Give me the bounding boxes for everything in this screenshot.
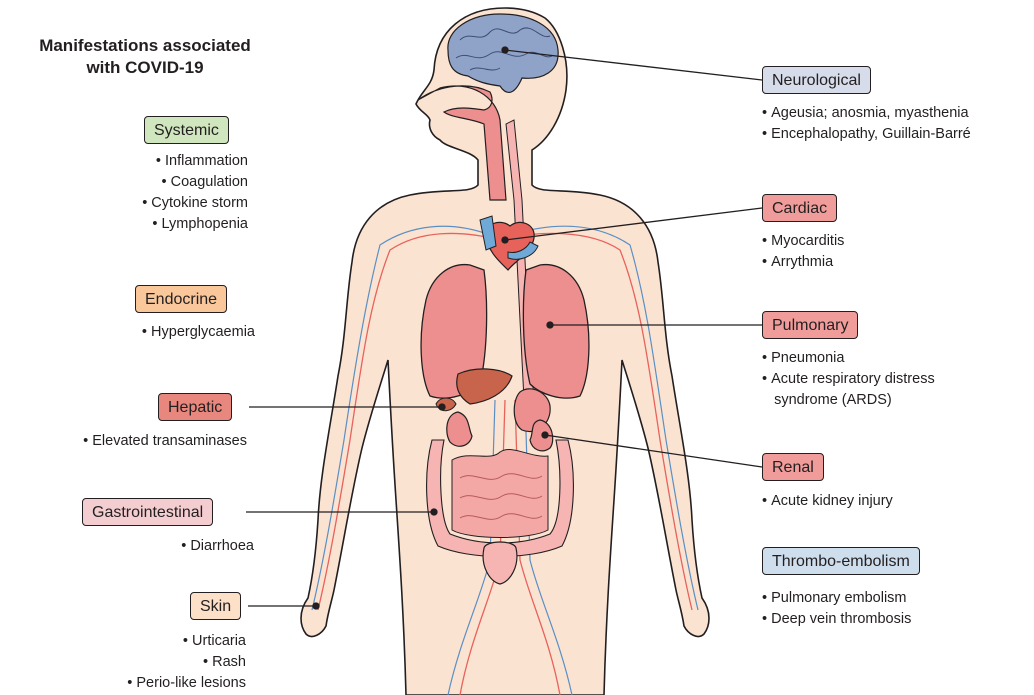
list-item: Myocarditis (762, 231, 844, 252)
title-line-1: Manifestations associated (0, 35, 290, 57)
list-item: Inflammation (142, 151, 248, 172)
thromboembolism-list: Pulmonary embolism Deep vein thrombosis (762, 588, 911, 630)
title-line-2: with COVID-19 (0, 57, 290, 79)
pulmonary-list: Pneumonia Acute respiratory distress syn… (762, 348, 935, 411)
diagram-title: Manifestations associated with COVID-19 (0, 35, 290, 79)
list-item: syndrome (ARDS) (762, 390, 935, 411)
list-item: Ageusia; anosmia, myasthenia (762, 103, 971, 124)
list-item: Deep vein thrombosis (762, 609, 911, 630)
cardiac-label: Cardiac (762, 194, 837, 222)
list-item: Hyperglycaemia (142, 322, 255, 343)
gastrointestinal-list: Diarrhoea (181, 536, 254, 557)
pulmonary-label: Pulmonary (762, 311, 858, 339)
hepatic-list: Elevated transaminases (83, 431, 247, 452)
neurological-label: Neurological (762, 66, 871, 94)
gastrointestinal-label: Gastrointestinal (82, 498, 213, 526)
list-item: Arrythmia (762, 252, 844, 273)
list-item: Cytokine storm (142, 193, 248, 214)
skin-label: Skin (190, 592, 241, 620)
skin-list: Urticaria Rash Perio-like lesions (127, 631, 246, 694)
list-item: Perio-like lesions (127, 673, 246, 694)
hepatic-label: Hepatic (158, 393, 232, 421)
small-intestine (452, 450, 548, 538)
renal-label: Renal (762, 453, 824, 481)
list-item: Encephalopathy, Guillain-Barré (762, 124, 971, 145)
endocrine-list: Hyperglycaemia (142, 322, 255, 343)
systemic-list: Inflammation Coagulation Cytokine storm … (142, 151, 248, 235)
list-item: Urticaria (127, 631, 246, 652)
list-item: Acute kidney injury (762, 491, 893, 512)
neurological-list: Ageusia; anosmia, myasthenia Encephalopa… (762, 103, 971, 145)
list-item: Coagulation (142, 172, 248, 193)
list-item: Rash (127, 652, 246, 673)
renal-list: Acute kidney injury (762, 491, 893, 512)
endocrine-label: Endocrine (135, 285, 227, 313)
list-item: Elevated transaminases (83, 431, 247, 452)
list-item: Diarrhoea (181, 536, 254, 557)
list-item: Pneumonia (762, 348, 935, 369)
body-silhouette (301, 8, 709, 695)
cardiac-list: Myocarditis Arrythmia (762, 231, 844, 273)
list-item: Lymphopenia (142, 214, 248, 235)
thromboembolism-label: Thrombo-embolism (762, 547, 920, 575)
list-item: Acute respiratory distress (762, 369, 935, 390)
list-item: Pulmonary embolism (762, 588, 911, 609)
systemic-label: Systemic (144, 116, 229, 144)
